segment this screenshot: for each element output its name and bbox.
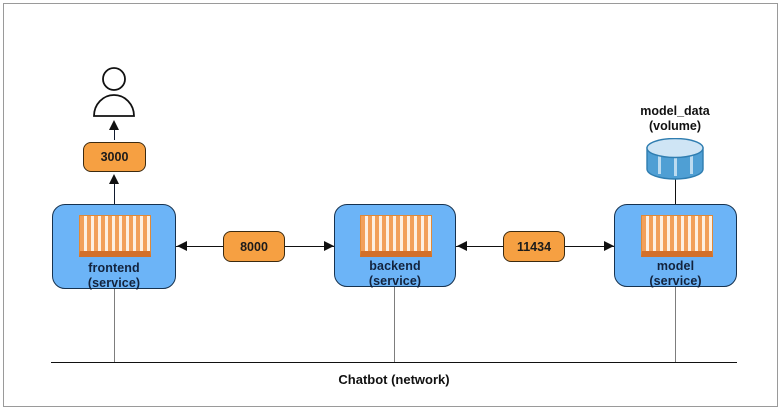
port-label-11434: 11434: [516, 239, 552, 254]
arrowhead-up-to-port3000: [108, 174, 119, 184]
network-bus-line: [51, 362, 737, 363]
port-badge-3000[interactable]: 3000: [83, 142, 146, 172]
connector-frontend-to-port3000: [114, 182, 115, 204]
volume-type: (volume): [648, 119, 702, 133]
service-label-frontend: frontend (service): [53, 261, 175, 291]
container-icon: [360, 215, 432, 257]
service-type-frontend: (service): [87, 276, 141, 290]
connector-port11434-to-model: [565, 246, 614, 247]
arrowhead-left-to-backend: [457, 240, 467, 251]
user-actor-icon: [90, 66, 138, 118]
connector-frontend-to-network: [114, 289, 115, 362]
service-type-backend: (service): [368, 274, 422, 288]
service-box-backend[interactable]: backend (service): [334, 204, 456, 289]
service-name-backend: backend: [369, 259, 421, 273]
connector-model-to-network: [675, 287, 676, 362]
volume-label-model-data: model_data (volume): [605, 104, 745, 134]
diagram-frame: 3000 frontend (service) 8000 backend (se…: [3, 3, 778, 407]
connector-backend-to-network: [394, 287, 395, 362]
connector-backend-to-port11434: [456, 246, 504, 247]
service-name-model: model: [656, 259, 695, 273]
port-badge-11434[interactable]: 11434: [503, 231, 565, 262]
service-type-model: (service): [649, 274, 702, 288]
connector-volume-to-model: [675, 176, 676, 205]
arrowhead-right-to-backend: [324, 240, 334, 251]
port-label-3000: 3000: [100, 150, 129, 164]
arrowhead-up-to-actor: [108, 120, 119, 130]
container-icon: [79, 215, 151, 257]
port-badge-8000[interactable]: 8000: [223, 231, 285, 262]
service-label-backend: backend (service): [335, 259, 455, 289]
connector-port3000-to-actor: [114, 122, 115, 140]
connector-port8000-to-backend: [285, 246, 334, 247]
service-box-model[interactable]: model (service): [614, 204, 737, 289]
service-box-frontend[interactable]: frontend (service): [52, 204, 176, 291]
container-icon: [641, 215, 713, 257]
network-label: Chatbot (network): [338, 372, 450, 387]
database-cylinder-icon: [645, 137, 705, 180]
volume-name: model_data: [640, 104, 710, 118]
arrowhead-right-to-model: [604, 240, 614, 251]
port-label-8000: 8000: [240, 239, 268, 254]
service-label-model: model (service): [615, 259, 736, 289]
arrowhead-left-to-frontend: [177, 240, 187, 251]
service-name-frontend: frontend: [88, 261, 140, 275]
connector-frontend-to-port8000: [176, 246, 224, 247]
